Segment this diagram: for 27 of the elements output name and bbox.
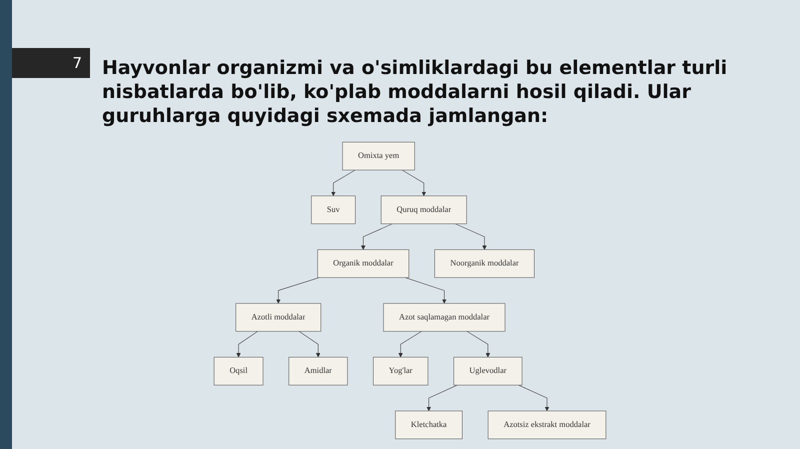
- node-box: Uglevodlar: [454, 356, 522, 386]
- arrow: [360, 224, 393, 250]
- node-box: Oqsil: [214, 356, 264, 386]
- node-box: Quruq moddalar: [380, 196, 467, 224]
- node-box: Azotsiz ekstrakt moddalar: [488, 410, 606, 440]
- arrow: [298, 331, 320, 358]
- arrow: [466, 331, 490, 358]
- node-box: Kletchatka: [395, 410, 462, 440]
- arrow: [398, 331, 422, 358]
- arrow: [455, 224, 487, 250]
- arrow: [402, 170, 426, 196]
- slide-number: 7: [12, 48, 90, 78]
- arrow: [236, 331, 258, 358]
- node-box: Suv: [311, 196, 356, 224]
- arrow: [276, 277, 320, 304]
- node-box: Azotli moddalar: [236, 303, 322, 332]
- node-box: Omixta yem: [342, 142, 415, 170]
- node-box: Amidlar: [288, 356, 348, 386]
- arrow: [518, 384, 550, 412]
- arrow: [405, 277, 447, 304]
- node-box: Azot saqlamagan moddalar: [383, 303, 506, 332]
- node-box: Noorganik moddalar: [434, 249, 535, 278]
- node-box: Organik moddalar: [317, 249, 410, 278]
- node-box: Yog'lar: [373, 356, 428, 386]
- arrow: [331, 170, 356, 196]
- arrow: [426, 384, 458, 412]
- slide-title: Hayvonlar organizmi va o'simliklardagi bu elementlar turli nisbatlarda bo'lib, ko'plab moddalarni hosil qiladi. Ular guruhlarga quyidagi sxemada jamlangan:: [102, 56, 728, 128]
